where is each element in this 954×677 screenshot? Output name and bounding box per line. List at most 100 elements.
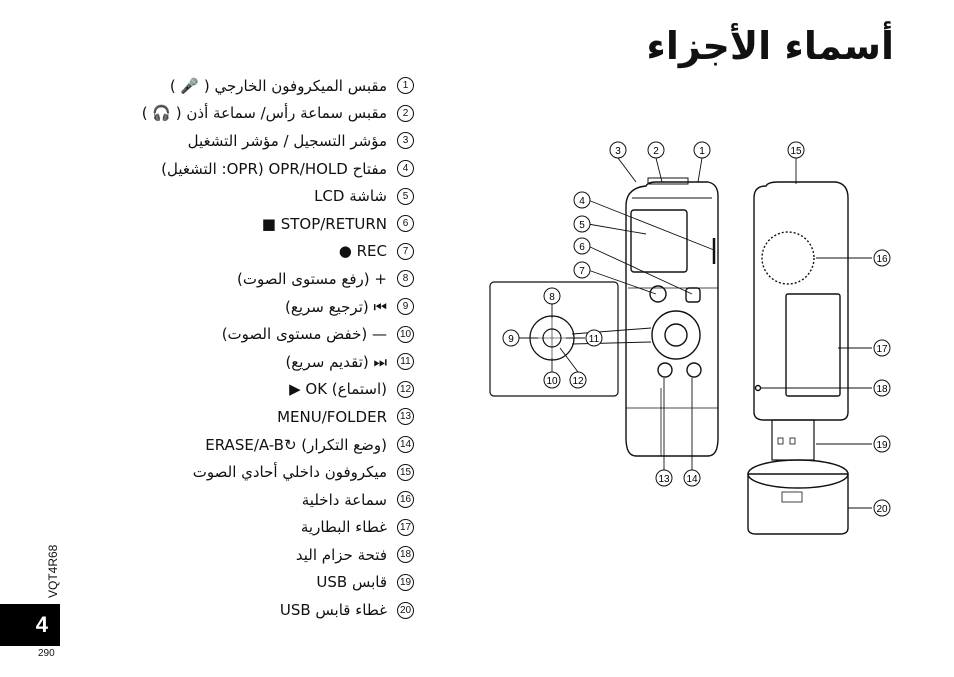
callout-6: 6 xyxy=(579,242,585,253)
strap-hole xyxy=(754,384,762,392)
menu-button xyxy=(657,362,673,378)
callout-9: 9 xyxy=(508,334,514,345)
page-number-tab: 4 xyxy=(0,604,60,646)
callout-13: 13 xyxy=(658,474,670,485)
item-number: 9 xyxy=(397,298,414,316)
device-diagram: 3 2 1 4 5 6 7 8 9 11 10 12 13 14 15 16 1… xyxy=(489,141,891,535)
list-item: 16 سماعة داخلية xyxy=(34,486,414,514)
footer-number: 290 xyxy=(38,648,55,659)
item-label: — (خفض مستوى الصوت) xyxy=(221,325,387,344)
item-number: 14 xyxy=(397,436,414,454)
item-label: مقبس الميكروفون الخارجي ( 🎤 ) xyxy=(169,76,387,95)
control-wheel xyxy=(651,310,701,360)
callout-1: 1 xyxy=(699,146,705,157)
usb-cap xyxy=(747,473,849,535)
callout-17: 17 xyxy=(876,344,888,355)
list-item: 12 ▶ OK (استماع) xyxy=(34,376,414,404)
list-item: 10 — (خفض مستوى الصوت) xyxy=(34,320,414,348)
item-number: 10 xyxy=(397,325,414,343)
item-label: ■ STOP/RETURN xyxy=(261,214,387,233)
rec-button xyxy=(649,285,667,303)
callout-14: 14 xyxy=(686,474,698,485)
item-number: 15 xyxy=(397,463,414,481)
callout-10: 10 xyxy=(546,376,558,387)
recorder-front xyxy=(625,177,719,457)
list-item: 6 ■ STOP/RETURN xyxy=(34,210,414,238)
list-item: 14 ERASE/A-B↻ (وضع التكرار) xyxy=(34,431,414,459)
page-title: أسماء الأجزاء xyxy=(646,24,894,68)
list-item: 4 مفتاح OPR/HOLD (OPR: التشغيل) xyxy=(34,155,414,183)
item-label: شاشة LCD xyxy=(314,187,387,206)
callout-16: 16 xyxy=(876,254,888,265)
callout-3: 3 xyxy=(615,146,621,157)
callout-12: 12 xyxy=(572,376,584,387)
item-number: 11 xyxy=(397,353,414,371)
list-item: 3 مؤشر التسجيل / مؤشر التشغيل xyxy=(34,127,414,155)
item-label: فتحة حزام اليد xyxy=(295,545,387,564)
list-item: 7 ● REC xyxy=(34,238,414,266)
item-number: 20 xyxy=(397,601,414,619)
item-label: قابس USB xyxy=(316,573,387,592)
item-number: 1 xyxy=(397,77,414,95)
recorder-back xyxy=(747,181,849,535)
item-label: غطاء قابس USB xyxy=(279,601,387,620)
item-number: 2 xyxy=(397,104,414,122)
lcd-screen xyxy=(630,209,688,273)
callout-19: 19 xyxy=(876,440,888,451)
item-number: 6 xyxy=(397,215,414,233)
list-item: 13 MENU/FOLDER xyxy=(34,403,414,431)
callout-2: 2 xyxy=(653,146,659,157)
callout-11: 11 xyxy=(589,334,600,345)
item-label: سماعة داخلية xyxy=(301,490,387,509)
item-label: مقبس سماعة رأس/ سماعة أذن ( 🎧 ) xyxy=(141,104,387,123)
callout-18: 18 xyxy=(876,384,888,395)
list-item: 20 غطاء قابس USB xyxy=(34,596,414,624)
item-number: 13 xyxy=(397,408,414,426)
callout-4: 4 xyxy=(579,196,585,207)
parts-list: 1 مقبس الميكروفون الخارجي ( 🎤 ) 2 مقبس سما… xyxy=(34,72,414,624)
item-label: ▶ OK (استماع) xyxy=(289,380,387,399)
item-number: 16 xyxy=(397,491,414,509)
item-label: مفتاح OPR/HOLD (OPR: التشغيل) xyxy=(161,159,387,178)
leader-lines xyxy=(519,157,872,509)
item-number: 8 xyxy=(397,270,414,288)
list-item: 17 غطاء البطارية xyxy=(34,514,414,542)
item-label: ⏮ (ترجيع سريع) xyxy=(285,297,387,316)
item-label: غطاء البطارية xyxy=(300,518,387,537)
item-label: ⏭ (تقديم سريع) xyxy=(285,352,387,371)
item-number: 12 xyxy=(397,380,414,398)
callout-20: 20 xyxy=(876,504,888,515)
item-number: 7 xyxy=(397,242,414,260)
item-number: 17 xyxy=(397,518,414,536)
item-label: ● REC xyxy=(338,242,387,261)
stop-button xyxy=(685,287,701,303)
erase-button xyxy=(686,362,702,378)
battery-cover xyxy=(785,293,841,397)
item-number: 19 xyxy=(397,573,414,591)
list-item: 11 ⏭ (تقديم سريع) xyxy=(34,348,414,376)
item-label: ميكروفون داخلي أحادي الصوت xyxy=(192,463,387,482)
callout-8: 8 xyxy=(549,292,555,303)
list-item: 18 فتحة حزام اليد xyxy=(34,541,414,569)
list-item: 19 قابس USB xyxy=(34,569,414,597)
item-number: 5 xyxy=(397,187,414,205)
ok-button xyxy=(664,323,688,347)
callout-5: 5 xyxy=(579,220,585,231)
callouts: 3 2 1 4 5 6 7 8 9 11 10 12 13 14 15 16 1… xyxy=(502,141,891,517)
item-number: 4 xyxy=(397,160,414,178)
item-label: مؤشر التسجيل / مؤشر التشغيل xyxy=(187,131,387,150)
callout-15: 15 xyxy=(790,146,802,157)
list-item: 8 + (رفع مستوى الصوت) xyxy=(34,265,414,293)
item-label: MENU/FOLDER xyxy=(277,407,387,426)
list-item: 2 مقبس سماعة رأس/ سماعة أذن ( 🎧 ) xyxy=(34,100,414,128)
speaker-grille xyxy=(761,231,815,285)
list-item: 9 ⏮ (ترجيع سريع) xyxy=(34,293,414,321)
item-number: 18 xyxy=(397,546,414,564)
list-item: 1 مقبس الميكروفون الخارجي ( 🎤 ) xyxy=(34,72,414,100)
list-item: 5 شاشة LCD xyxy=(34,182,414,210)
document-code: VQT4R68 xyxy=(46,544,60,598)
item-label: ERASE/A-B↻ (وضع التكرار) xyxy=(205,435,387,454)
list-item: 15 ميكروفون داخلي أحادي الصوت xyxy=(34,458,414,486)
item-number: 3 xyxy=(397,132,414,150)
item-label: + (رفع مستوى الصوت) xyxy=(236,269,387,288)
